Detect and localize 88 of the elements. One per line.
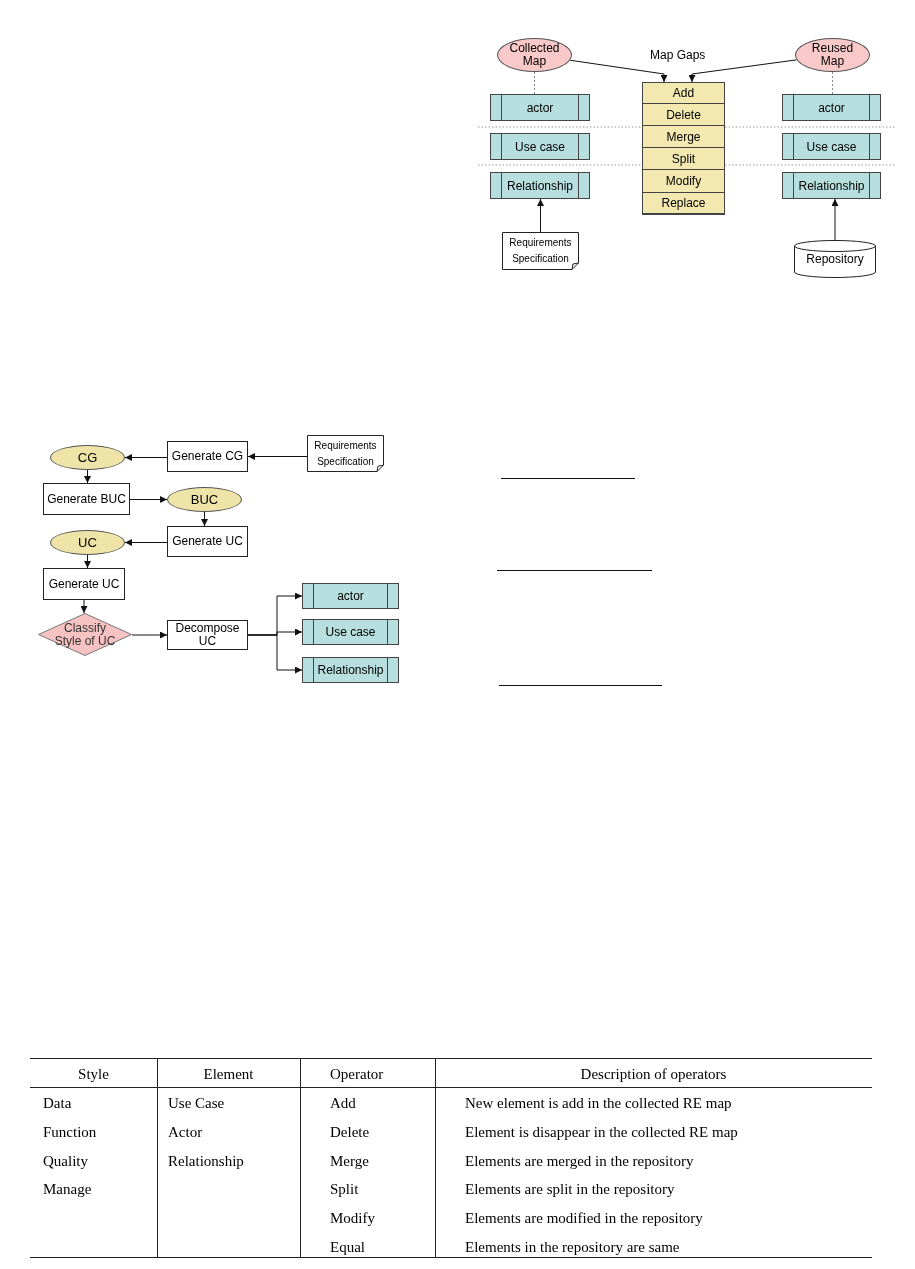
process-box xyxy=(167,441,248,472)
table-text: Elements in the repository are same xyxy=(465,1238,680,1257)
node-label: Split xyxy=(670,150,697,168)
table-text: Elements are split in the repository xyxy=(465,1180,675,1200)
node-label: Generate UC xyxy=(171,535,244,548)
table-text: Relationship xyxy=(168,1151,244,1171)
node-label: Relationship xyxy=(505,177,574,195)
arrow xyxy=(124,539,168,546)
table-text: Modify xyxy=(330,1209,375,1229)
table-text: Equal xyxy=(330,1238,365,1257)
table-text: Delete xyxy=(330,1122,370,1142)
node-label: Requirements Specification xyxy=(508,236,573,266)
table-text: Elements are merged in the repository xyxy=(465,1151,694,1171)
document-shape xyxy=(307,435,384,472)
table-text: Description of operators xyxy=(579,1065,728,1084)
arrow xyxy=(537,198,544,233)
element-box xyxy=(782,94,881,121)
node-label: Decompose UC xyxy=(174,622,241,648)
operator-stack xyxy=(642,82,725,215)
element-box xyxy=(782,133,881,160)
arrow xyxy=(80,599,88,614)
node-label: actor xyxy=(525,99,555,117)
node-label: Generate UC xyxy=(47,577,121,591)
node-label: Relationship xyxy=(797,177,866,195)
node-label: Classify Style of UC xyxy=(53,621,117,648)
node-label: Merge xyxy=(665,128,702,146)
node-label: CG xyxy=(76,448,99,467)
node-label: Modify xyxy=(664,173,703,190)
process-box xyxy=(167,620,248,650)
table-text: Operator xyxy=(330,1065,384,1084)
table-text: Style xyxy=(77,1065,110,1084)
node-label: actor xyxy=(336,588,365,605)
table-text: Manage xyxy=(43,1180,92,1200)
node-label: Generate CG xyxy=(170,450,245,463)
table-text: Function xyxy=(43,1122,97,1142)
node-label: UC xyxy=(77,533,98,552)
element-box xyxy=(782,172,881,199)
arrow xyxy=(131,631,168,639)
arrow xyxy=(201,511,208,527)
element-box xyxy=(302,619,399,645)
arrow xyxy=(247,634,303,674)
table-text: Merge xyxy=(330,1151,369,1171)
node-label: Relationship xyxy=(316,662,385,679)
arrow xyxy=(124,454,168,461)
arrow xyxy=(84,554,91,569)
arrow xyxy=(129,496,168,503)
node-label: Use case xyxy=(324,624,377,641)
node-label: Repository xyxy=(805,251,865,268)
arrow xyxy=(247,453,308,460)
table-text: Data xyxy=(43,1094,72,1113)
element-box xyxy=(490,94,590,121)
process-box xyxy=(43,483,130,515)
node-label: Use case xyxy=(805,138,858,156)
table-text: Element is disappear in the collected RE map xyxy=(465,1122,738,1142)
connector-line xyxy=(832,71,833,95)
heading-text: Map Gaps xyxy=(650,47,706,64)
table-text: Actor xyxy=(168,1122,203,1142)
node-label: Requirements Specification xyxy=(313,438,378,469)
table-text: Use Case xyxy=(168,1094,225,1113)
node-label: actor xyxy=(817,99,846,117)
connector-line xyxy=(534,71,535,95)
document-shape xyxy=(502,232,579,270)
decision-diamond xyxy=(38,613,132,656)
process-box xyxy=(43,568,125,600)
process-box xyxy=(167,526,248,557)
table-text: Add xyxy=(330,1094,356,1113)
table-text: New element is add in the collected RE map xyxy=(465,1094,732,1113)
table-text: Quality xyxy=(43,1151,88,1171)
element-box xyxy=(490,133,590,160)
element-box xyxy=(302,657,399,683)
table-text: Element xyxy=(202,1065,255,1084)
arrow xyxy=(688,59,798,83)
node-label: BUC xyxy=(189,490,220,509)
table-text: Split xyxy=(330,1180,359,1200)
node-label: Add xyxy=(671,85,696,102)
table-text: Elements are modified in the repository xyxy=(465,1209,703,1229)
element-box xyxy=(302,583,399,609)
node-label: Collected Map xyxy=(508,42,561,68)
node-label: Generate BUC xyxy=(46,492,127,506)
arrow xyxy=(84,469,91,484)
node-label: Use case xyxy=(514,138,566,156)
arrow xyxy=(569,59,668,83)
node-label: Reused Map xyxy=(810,42,855,68)
node-label: Replace xyxy=(660,195,707,212)
arrow xyxy=(831,198,839,241)
element-box xyxy=(490,172,590,199)
node-label: Delete xyxy=(665,106,702,124)
database-cylinder xyxy=(794,240,876,278)
